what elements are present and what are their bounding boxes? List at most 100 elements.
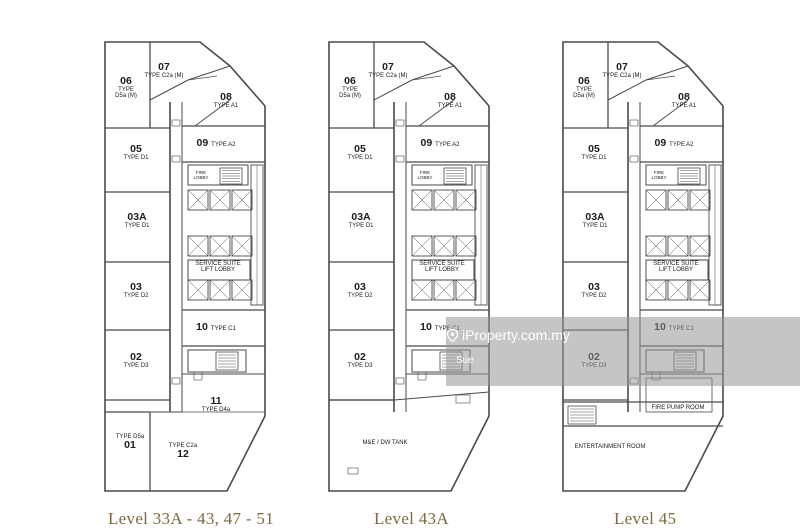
unit-03-number: 03: [588, 281, 600, 293]
service-lift-lobby-label: SERVICE SUITE LIFT LOBBY: [653, 261, 699, 274]
unit-08-type: TYPE A1: [671, 103, 697, 110]
unit-08-type: TYPE A1: [213, 103, 239, 110]
unit-11-number: 11: [210, 395, 222, 407]
unit-03-type: TYPE D2: [123, 293, 149, 300]
entertainment-room: ENTERTAINMENT ROOM: [575, 444, 646, 450]
watermark-banner: iProperty.com.my Sue: [446, 317, 800, 386]
unit-07-type: TYPE C2a (M): [602, 73, 642, 80]
unit-03-number: 03: [354, 281, 366, 293]
service-lift-lobby-label-type: SERVICE SUITE LIFT LOBBY: [419, 261, 465, 274]
fire-lobby-label-type: FIRE LOBBY: [417, 170, 433, 180]
unit-number: 10: [196, 321, 208, 333]
unit-type: TYPE A2: [669, 142, 694, 148]
fire-lobby-label: FIRE LOBBY: [193, 170, 209, 180]
unit-05-type: TYPE D1: [123, 155, 149, 162]
unit-06-type: TYPE D5a (M): [573, 87, 595, 100]
unit-06-number: 06: [120, 75, 132, 87]
unit-05-type: TYPE D1: [347, 155, 373, 162]
unit-05-type: TYPE D1: [581, 155, 607, 162]
unit-02-type: TYPE D3: [347, 363, 373, 370]
service-lift-lobby-label: SERVICE SUITE LIFT LOBBY: [195, 261, 241, 274]
floor-plan-drawing: [104, 41, 266, 492]
service-lift-lobby-label-type: SERVICE SUITE LIFT LOBBY: [195, 261, 241, 274]
unit-03a-number: 03A: [127, 211, 147, 223]
fire-pump-room-type: FIRE PUMP ROOM: [651, 405, 705, 411]
unit-03-type: TYPE D2: [581, 293, 607, 300]
unit-07-number: 07: [616, 61, 628, 73]
unit-type: TYPE C2a: [168, 443, 198, 449]
unit-number: 09: [654, 137, 667, 149]
unit-07-type: TYPE C2a (M): [368, 73, 408, 80]
unit-number: 09: [196, 137, 209, 149]
unit-07-number: 07: [158, 61, 170, 73]
unit-11-type: TYPE D4a: [201, 407, 231, 414]
unit-03a-number: 03A: [585, 211, 605, 223]
fire-lobby-label: FIRE LOBBY: [417, 170, 433, 180]
service-lift-lobby-label: SERVICE SUITE LIFT LOBBY: [419, 261, 465, 274]
fire-lobby-label: FIRE LOBBY: [651, 170, 667, 180]
floor-caption: Level 33A - 43, 47 - 51: [108, 509, 275, 528]
fire-lobby-label-type: FIRE LOBBY: [651, 170, 667, 180]
unit-06-number: 06: [344, 75, 356, 87]
unit-02-number: 02: [354, 351, 366, 363]
unit-05-number: 05: [588, 143, 600, 155]
me-dw-tank-room: M&E / DW TANK: [362, 440, 407, 446]
unit-03a-type: TYPE D1: [124, 223, 150, 230]
entertainment-room-type: ENTERTAINMENT ROOM: [574, 444, 646, 450]
floor-caption: Level 43A: [374, 509, 449, 528]
unit-type: TYPE A2: [435, 142, 460, 148]
unit-03-type: TYPE D2: [347, 293, 373, 300]
unit-05-number: 05: [130, 143, 142, 155]
unit-03-number: 03: [130, 281, 142, 293]
unit-07-number: 07: [382, 61, 394, 73]
unit-number: 01: [124, 439, 136, 452]
unit-03a-type: TYPE D1: [348, 223, 374, 230]
fire-pump-room: FIRE PUMP ROOM: [652, 405, 705, 411]
watermark-text: iProperty.com.my: [462, 327, 570, 343]
unit-type: TYPE D5a: [115, 434, 145, 440]
me-dw-tank-room-type: M&E / DW TANK: [362, 440, 408, 446]
unit-08-number: 08: [678, 91, 690, 103]
watermark-subtext: Sue: [456, 355, 474, 366]
location-pin-icon: [446, 329, 459, 342]
unit-03a-number: 03A: [351, 211, 371, 223]
floor-caption: Level 45: [614, 509, 677, 528]
unit-06-type: TYPE D5a (M): [115, 87, 137, 100]
floor-plan-drawing: [562, 41, 724, 492]
unit-08-type: TYPE A1: [437, 103, 463, 110]
fire-lobby-label-type: FIRE LOBBY: [193, 170, 209, 180]
unit-08-number: 08: [444, 91, 456, 103]
unit-07-type: TYPE C2a (M): [144, 73, 184, 80]
unit-type: TYPE A2: [211, 142, 236, 148]
unit-02-type: TYPE D3: [123, 363, 149, 370]
unit-number: 09: [420, 137, 433, 149]
unit-number: 12: [177, 448, 189, 461]
